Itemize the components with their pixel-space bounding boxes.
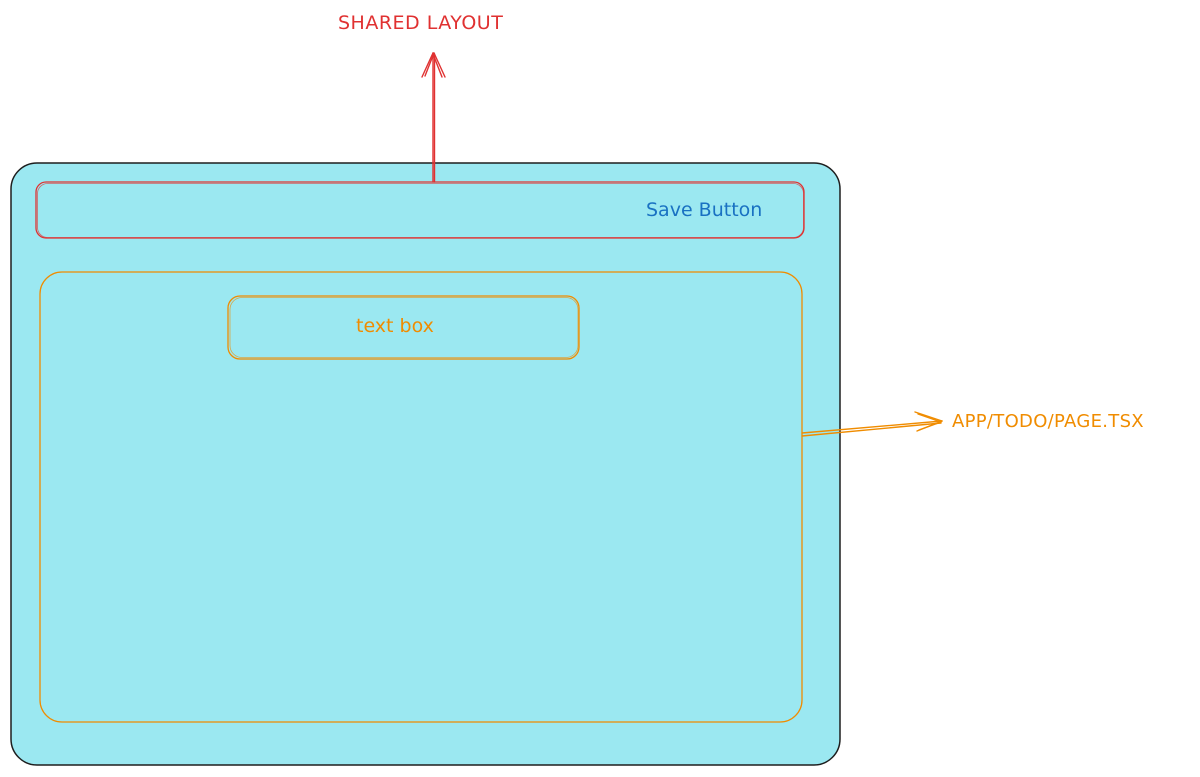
text-box[interactable]: text box — [356, 315, 434, 337]
shared-layout-arrow — [421, 52, 446, 183]
text-box-outline-sketch — [229, 297, 579, 358]
text-box-outline — [227, 295, 580, 360]
shared-layout-label: SHARED LAYOUT — [338, 12, 504, 34]
shared-layout-box-sketch — [37, 183, 804, 238]
device-frame — [10, 162, 841, 766]
save-button[interactable]: Save Button — [646, 199, 763, 221]
page-file-arrow — [801, 411, 943, 437]
page-file-label: APP/TODO/PAGE.TSX — [952, 411, 1144, 432]
page-content-box — [39, 271, 803, 723]
shared-layout-box — [35, 181, 805, 239]
